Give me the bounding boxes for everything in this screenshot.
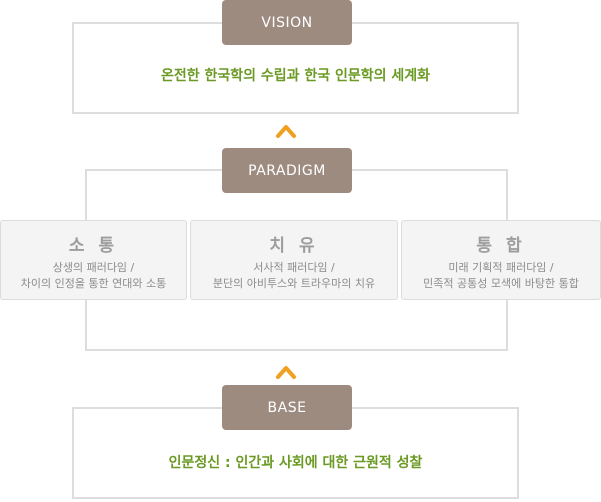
card-line-1: 미래 기획적 패러다임 /	[448, 261, 554, 274]
card-line-1: 상생의 패러다임 /	[52, 261, 135, 274]
card-title: 소 통	[68, 236, 119, 256]
vision-text: 온전한 한국학의 수립과 한국 인문학의 세계화	[160, 68, 431, 84]
card-line-2: 민족적 공통성 모색에 바탕한 통합	[423, 277, 579, 290]
base-text: 인문정신 : 인간과 사회에 대한 근원적 성찰	[168, 455, 423, 471]
card-chiyu: 치 유 서사적 패러다임 / 분단의 아비투스와 트라우마의 치유	[190, 220, 398, 300]
card-line-2: 차이의 인정을 통한 연대와 소통	[20, 277, 167, 290]
card-tonghap: 통 합 미래 기획적 패러다임 / 민족적 공통성 모색에 바탕한 통합	[401, 220, 601, 300]
chevron-up-icon	[276, 366, 296, 379]
chevron-up-icon	[276, 125, 296, 138]
base-label: BASE	[222, 385, 352, 430]
card-line-1: 서사적 패러다임 /	[253, 261, 335, 274]
vision-label: VISION	[222, 0, 352, 45]
card-line-2: 분단의 아비투스와 트라우마의 치유	[212, 277, 376, 290]
card-sotong: 소 통 상생의 패러다임 / 차이의 인정을 통한 연대와 소통	[0, 220, 187, 300]
card-title: 치 유	[269, 236, 319, 256]
paradigm-label: PARADIGM	[222, 148, 352, 193]
card-title: 통 합	[476, 236, 526, 256]
